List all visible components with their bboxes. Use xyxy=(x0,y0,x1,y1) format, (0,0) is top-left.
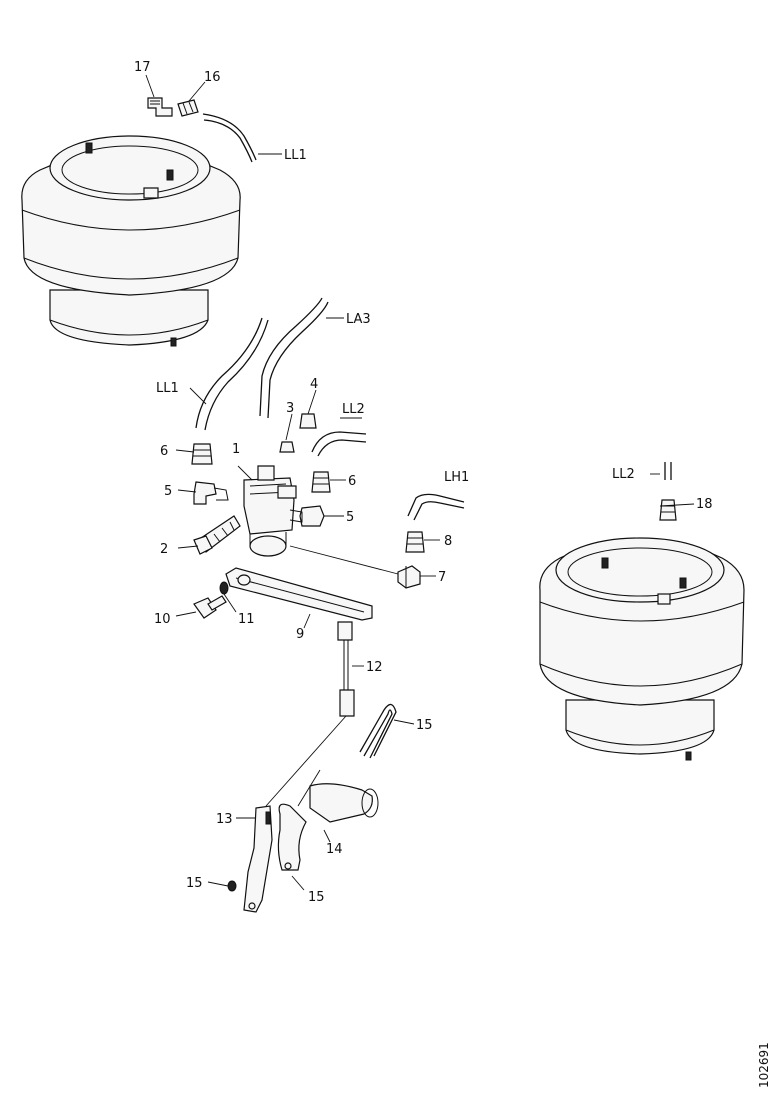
levelling-valve-1 xyxy=(243,465,297,557)
label-la3: LA3 xyxy=(346,312,371,327)
hose-ll2-right xyxy=(664,462,672,480)
link-rod-12 xyxy=(337,621,355,717)
bracket-14 xyxy=(277,783,379,871)
label-lh1: LH1 xyxy=(444,470,469,485)
label-9: 9 xyxy=(296,627,304,642)
label-10: 10 xyxy=(154,612,171,627)
label-8: 8 xyxy=(444,534,452,549)
part-labels: 17 16 LL1 LA3 LL1 4 3 LL2 6 1 6 LH1 LL2 … xyxy=(134,60,771,1088)
label-ll1-mid: LL1 xyxy=(156,381,179,396)
label-ll1-top: LL1 xyxy=(284,148,307,163)
label-3: 3 xyxy=(286,401,294,416)
washer-11 xyxy=(219,581,229,595)
cap-4 xyxy=(299,413,317,429)
union-nut-8 xyxy=(405,531,425,553)
label-ll2-right: LL2 xyxy=(612,467,635,482)
union-nut-18-right xyxy=(659,499,677,521)
label-6-left: 6 xyxy=(160,444,168,459)
nut-15-lower xyxy=(227,880,237,892)
u-bolt-15-top xyxy=(359,703,397,759)
label-15-top: 15 xyxy=(416,718,433,733)
label-15-left: 15 xyxy=(186,876,203,891)
union-nut-6-right xyxy=(311,471,331,493)
label-ll2-mid: LL2 xyxy=(342,402,365,417)
label-18-right: 18 xyxy=(696,497,713,512)
label-5-right: 5 xyxy=(346,510,354,525)
elbow-fitting-17 xyxy=(147,97,173,117)
label-5-left: 5 xyxy=(164,484,172,499)
tee-fitting-7 xyxy=(397,565,421,589)
hose-ll1-top xyxy=(202,113,257,161)
label-2: 2 xyxy=(160,542,168,557)
bolt-2 xyxy=(193,515,241,555)
label-14: 14 xyxy=(326,842,343,857)
bracket-13 xyxy=(243,805,273,913)
label-4: 4 xyxy=(310,377,318,392)
label-12: 12 xyxy=(366,660,383,675)
hose-la3 xyxy=(259,297,323,417)
adapter-3 xyxy=(279,441,295,453)
hose-ll2-mid xyxy=(311,431,367,453)
label-17: 17 xyxy=(134,60,151,75)
bolt-10 xyxy=(193,595,227,619)
label-16: 16 xyxy=(204,70,221,85)
hose-lh1 xyxy=(407,493,465,517)
label-1: 1 xyxy=(232,442,240,457)
union-nut-6-left xyxy=(191,443,213,465)
air-spring-right xyxy=(539,537,745,761)
drawing-number: 102691 xyxy=(757,1042,771,1088)
elbow-5-left xyxy=(193,481,229,505)
leader-lines xyxy=(145,74,695,891)
hose-ll1-mid xyxy=(195,317,263,429)
elbow-5-right xyxy=(289,505,325,527)
label-11: 11 xyxy=(238,612,255,627)
label-13: 13 xyxy=(216,812,233,827)
label-6-right: 6 xyxy=(348,474,356,489)
label-7: 7 xyxy=(438,570,446,585)
union-nut-16 xyxy=(177,99,199,117)
lever-arm-9 xyxy=(225,567,373,621)
label-15-bottom: 15 xyxy=(308,890,325,905)
air-spring-left xyxy=(21,135,241,347)
